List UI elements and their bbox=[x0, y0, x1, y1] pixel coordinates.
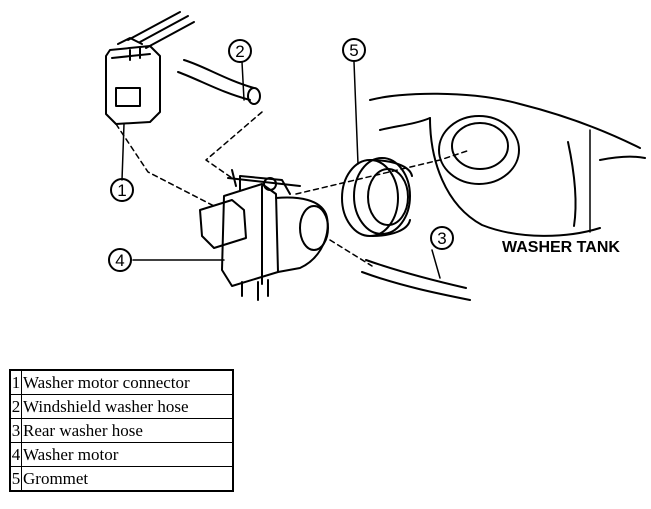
callout-circle-3 bbox=[430, 226, 454, 250]
legend-row-number: 1 bbox=[9, 369, 22, 395]
legend-row-number: 5 bbox=[9, 466, 22, 492]
legend-row: 1 Washer motor connector bbox=[9, 369, 234, 395]
legend-row-number: 3 bbox=[9, 418, 22, 443]
legend-row-number: 4 bbox=[9, 442, 22, 467]
grommet-part bbox=[341, 157, 413, 237]
legend-row: 4 Washer motor bbox=[9, 442, 234, 467]
parts-legend-table: 1 Washer motor connector 2 Windshield wa… bbox=[9, 369, 234, 492]
legend-row-name: Grommet bbox=[21, 466, 234, 492]
rear-washer-hose-part bbox=[361, 259, 471, 301]
assembly-guide-lines bbox=[115, 111, 471, 267]
legend-row-name: Windshield washer hose bbox=[21, 394, 234, 419]
callout-circle-1 bbox=[110, 178, 134, 202]
legend-row: 3 Rear washer hose bbox=[9, 418, 234, 443]
washer-tank-label: WASHER TANK bbox=[502, 239, 620, 256]
legend-row: 2 Windshield washer hose bbox=[9, 394, 234, 419]
legend-row-number: 2 bbox=[9, 394, 22, 419]
legend-row-name: Washer motor bbox=[21, 442, 234, 467]
washer-motor-diagram: 1 2 3 4 5 WASHER TANK bbox=[105, 11, 646, 301]
callout-label-3: 3 bbox=[437, 229, 446, 248]
callout-circle-4 bbox=[108, 248, 132, 272]
washer-motor-connector-part bbox=[105, 11, 195, 125]
callout-leaders bbox=[121, 61, 441, 279]
callout-label-4: 4 bbox=[115, 251, 124, 270]
callout-circle-2 bbox=[228, 39, 252, 63]
legend-row-name: Rear washer hose bbox=[21, 418, 234, 443]
legend-row-name: Washer motor connector bbox=[21, 369, 234, 395]
windshield-washer-hose-part bbox=[177, 59, 261, 105]
callout-label-1: 1 bbox=[117, 181, 126, 200]
callout-label-2: 2 bbox=[235, 42, 244, 61]
washer-tank-outline bbox=[369, 92, 646, 237]
washer-motor-part bbox=[199, 169, 329, 301]
callout-label-5: 5 bbox=[349, 41, 358, 60]
legend-row: 5 Grommet bbox=[9, 466, 234, 492]
callout-circle-5 bbox=[342, 38, 366, 62]
